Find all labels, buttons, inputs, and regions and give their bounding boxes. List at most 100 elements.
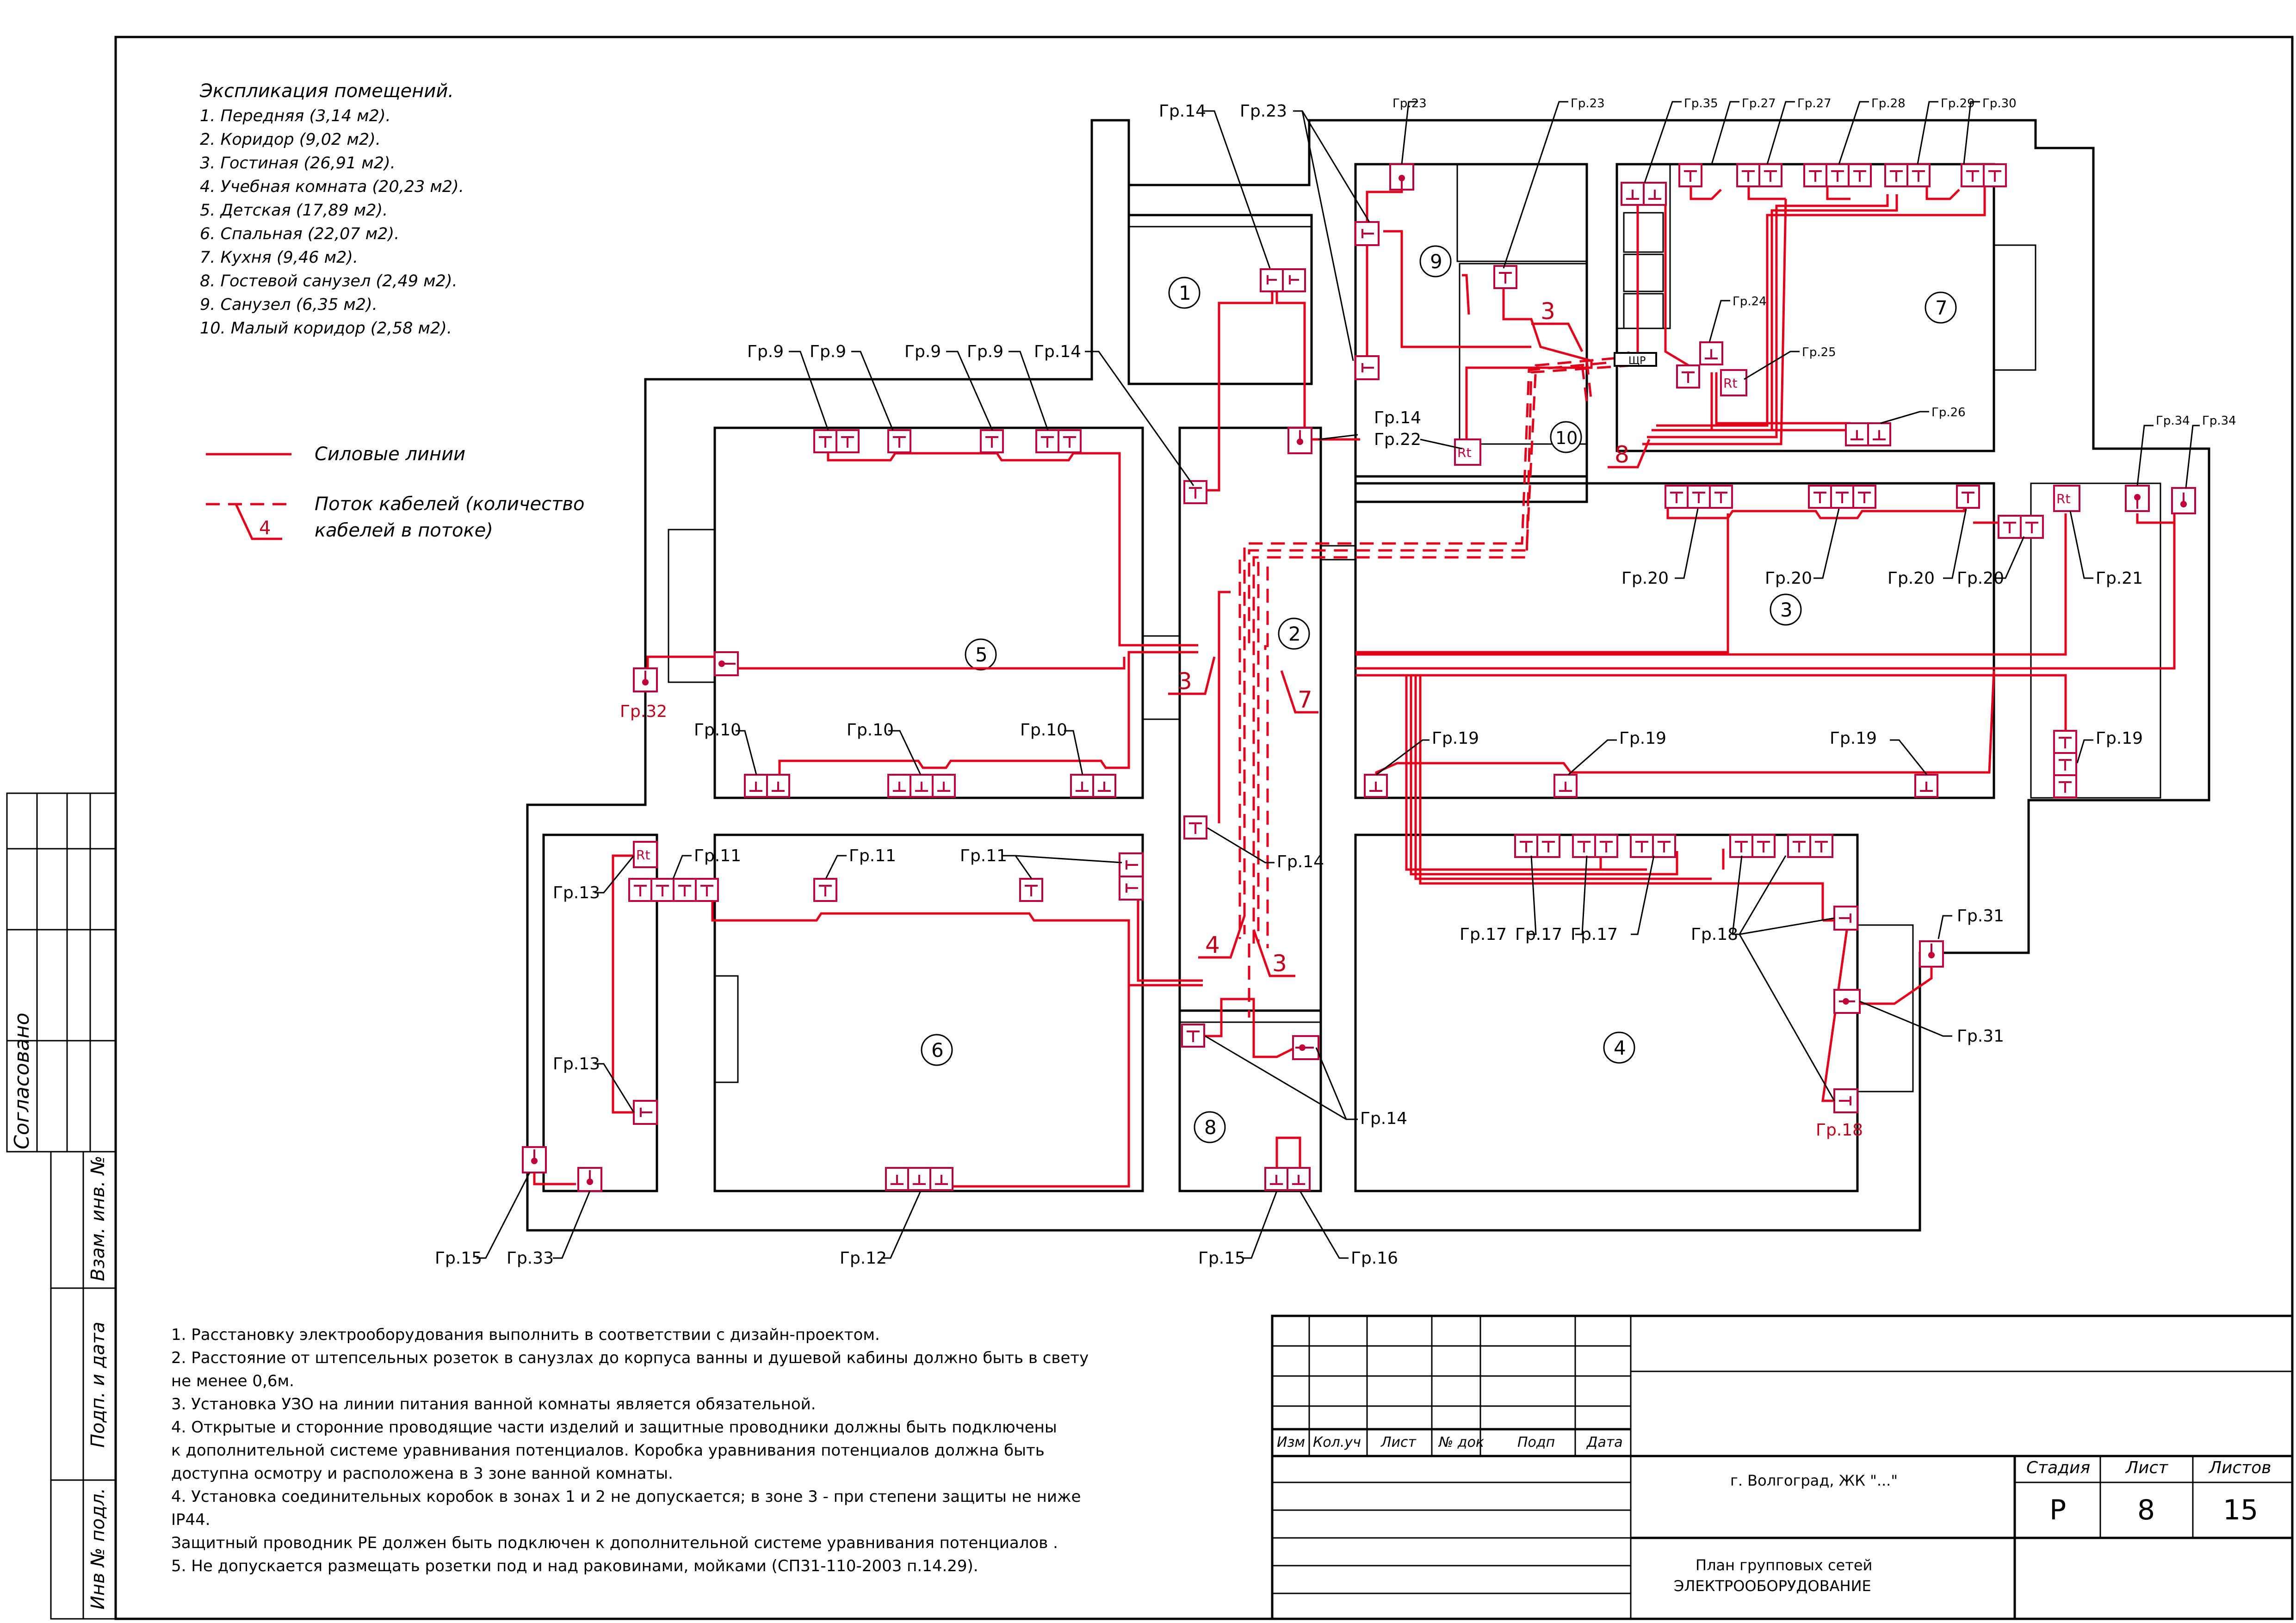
- socket-icon: [1070, 774, 1094, 798]
- cable-flows: [1238, 355, 1638, 1018]
- leader-lines: [477, 101, 2200, 1259]
- socket-icon: [1808, 485, 1832, 509]
- group-label: Гр.22: [1374, 430, 1421, 449]
- group-label: Гр.14: [1374, 408, 1421, 427]
- group-label: Гр.16: [1351, 1249, 1398, 1268]
- rt-label: Rt: [1457, 445, 1471, 460]
- group-label: Гр.25: [1802, 346, 1836, 359]
- vzam-label: Взам. инв. №: [87, 1155, 109, 1281]
- socket-icon: [1264, 1167, 1288, 1191]
- group-label: Гр.12: [840, 1249, 887, 1268]
- flow-count: 4: [1205, 932, 1220, 958]
- group-label: Гр.33: [507, 1249, 554, 1268]
- switch-icon: [1833, 989, 1861, 1014]
- group-label: Гр.9: [810, 342, 846, 361]
- flow-count: 3: [1272, 950, 1287, 977]
- rt-thermostat-icon: Rt: [633, 841, 658, 868]
- note-line: 3. Установка УЗО на линии питания ванной…: [171, 1395, 816, 1413]
- socket-icon: [1536, 834, 1560, 858]
- room-entry: 3. Гостиная (26,91 м2).: [200, 154, 396, 173]
- group-label: Гр.9: [747, 342, 784, 361]
- socket-icon: [1826, 163, 1850, 187]
- socket-icon: [1183, 815, 1207, 839]
- socket-icon: [1019, 878, 1043, 902]
- group-label: Гр.34: [2156, 414, 2190, 428]
- switch-icon: [2125, 485, 2150, 512]
- socket-icon: [1833, 1088, 1858, 1113]
- switch-icon: [1287, 427, 1312, 454]
- socket-icon: [1803, 163, 1827, 187]
- room-number: 2: [1288, 623, 1301, 645]
- group-label: Гр.30: [1982, 97, 2017, 111]
- group-label: Гр.31: [1957, 1027, 2004, 1046]
- socket-icon: [1884, 163, 1908, 187]
- group-label: Гр.11: [694, 846, 741, 865]
- socket-icon: [1119, 852, 1144, 877]
- group-label: Гр.23: [1240, 102, 1287, 121]
- room-entry: 5. Детская (17,89 м2).: [200, 201, 388, 220]
- group-label: Гр.23: [1571, 97, 1605, 111]
- room-number: 8: [1204, 1116, 1217, 1139]
- panel-label: ЩР: [1628, 355, 1646, 367]
- note-line: доступна осмотру и расположена в 3 зоне …: [171, 1464, 673, 1483]
- socket-icon: [695, 878, 719, 902]
- distribution-panel: ЩР: [1614, 352, 1657, 367]
- tb-header: № док: [1438, 1434, 1484, 1450]
- socket-icon: [1961, 163, 1985, 187]
- group-label: Гр.20: [1957, 569, 2004, 588]
- electrical-symbols: Rt Rt: [522, 163, 2196, 1192]
- socket-icon: [1787, 834, 1811, 858]
- socket-icon: [2053, 752, 2077, 776]
- room-entry: 2. Коридор (9,02 м2).: [200, 130, 381, 149]
- socket-icon: [628, 878, 652, 902]
- group-label: Гр.19: [1619, 729, 1666, 748]
- socket-icon: [1758, 163, 1782, 187]
- room-number: 6: [931, 1039, 944, 1061]
- room-number: 4: [1614, 1037, 1626, 1059]
- socket-icon: [1906, 163, 1931, 187]
- socket-icon: [1809, 834, 1833, 858]
- group-label: Гр.9: [967, 342, 1003, 361]
- socket-icon: [1852, 485, 1876, 509]
- legend: Силовые линии 4 Поток кабелей (количеств…: [206, 444, 584, 541]
- group-label: Гр.24: [1733, 295, 1767, 309]
- socket-icon: [1058, 429, 1082, 453]
- group-label: Гр.20: [1888, 569, 1935, 588]
- tb-stage-label: Стадия: [2026, 1458, 2090, 1477]
- note-line: к дополнительной системе уравнивания пот…: [171, 1441, 1045, 1460]
- group-label: Гр.26: [1931, 406, 1966, 420]
- socket-icon: [929, 1167, 953, 1191]
- room-number: 10: [1555, 428, 1578, 448]
- socket-icon: [1983, 163, 2007, 187]
- tb-sheet-label: Лист: [2125, 1458, 2168, 1477]
- socket-icon: [2053, 774, 2077, 798]
- socket-icon: [766, 774, 790, 798]
- room-number: 9: [1430, 250, 1442, 273]
- room-number: 3: [1780, 599, 1793, 621]
- socket-icon: [1260, 268, 1284, 292]
- socket-icon: [813, 429, 837, 453]
- group-labels: Гр.9 Гр.9 Гр.9 Гр.9 Гр.14 Гр.14 Гр.23 Гр…: [435, 97, 2236, 1268]
- socket-icon: [1867, 422, 1891, 446]
- socket-icon: [1914, 774, 1938, 798]
- group-label: Гр.23: [1392, 97, 1427, 111]
- socket-icon: [1678, 163, 1702, 187]
- group-label: Гр.35: [1684, 97, 1718, 111]
- group-label: Гр.32: [620, 702, 667, 721]
- socket-icon: [1687, 485, 1711, 509]
- group-label: Гр.14: [1360, 1109, 1407, 1128]
- group-label: Гр.9: [904, 342, 941, 361]
- group-label: Гр.20: [1765, 569, 1812, 588]
- socket-icon: [1572, 834, 1596, 858]
- socket-icon: [1355, 355, 1380, 380]
- socket-icon: [1119, 876, 1144, 901]
- switch-icon: [714, 651, 739, 676]
- socket-icon: [1355, 221, 1380, 246]
- socket-icon: [1621, 182, 1645, 206]
- socket-icon: [1833, 906, 1858, 931]
- switch-icon: [522, 1146, 547, 1173]
- group-label: Гр.14: [1159, 102, 1206, 121]
- socket-icon: [1848, 163, 1872, 187]
- socket-icon: [932, 774, 956, 798]
- socket-icon: [744, 774, 768, 798]
